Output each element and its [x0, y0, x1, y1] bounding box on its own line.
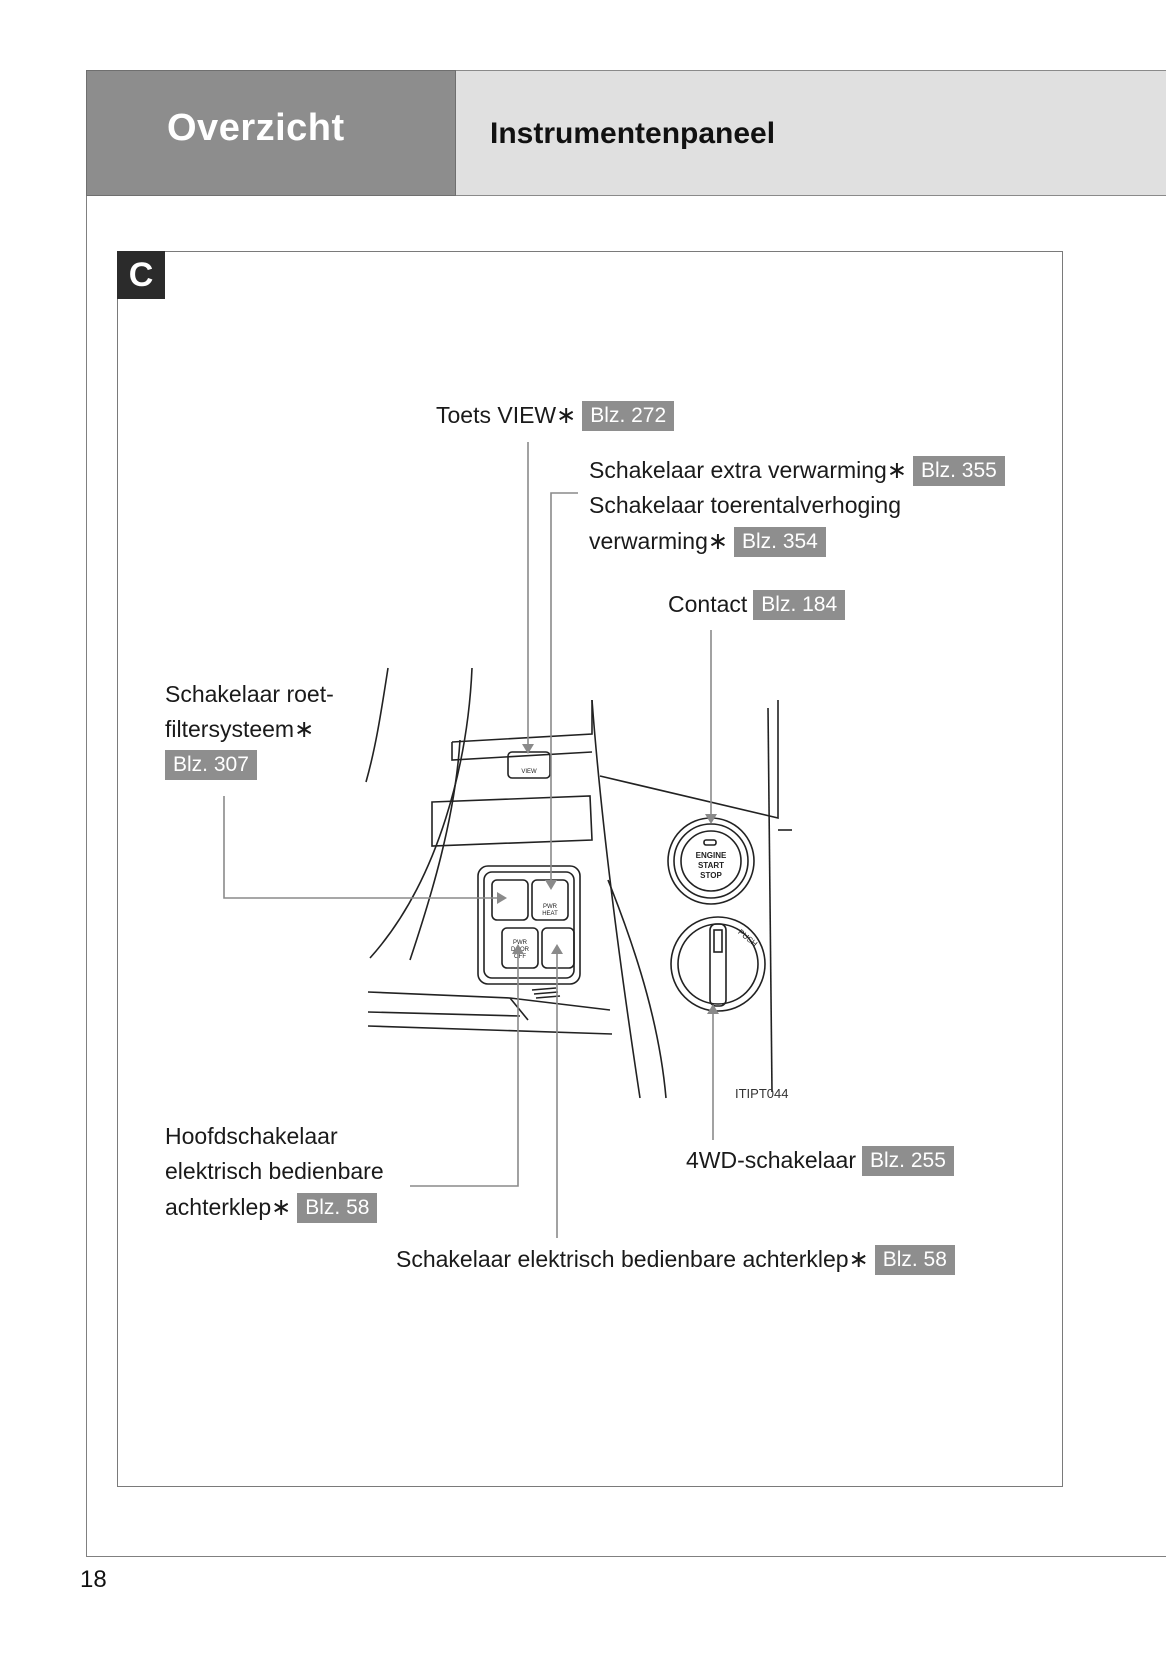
callout-dpf-page: Blz. 307 — [165, 747, 257, 782]
subtitle-header: Instrumentenpaneel — [456, 70, 1166, 196]
pwr-heat-label-2: HEAT — [542, 911, 558, 917]
section-title: Overzicht — [167, 107, 345, 149]
callout-tailgate: Schakelaar elektrisch bedienbare achterk… — [396, 1242, 955, 1277]
switch-block-inner — [483, 871, 575, 979]
page-ref-badge: Blz. 255 — [862, 1146, 954, 1176]
asterisk-icon: ∗ — [886, 457, 907, 484]
callout-dpf-line2: filtersysteem∗ — [165, 712, 314, 747]
arrowhead-fourwd — [707, 1004, 719, 1014]
engine-led — [703, 839, 717, 846]
engine-label-1: ENGINE — [696, 851, 727, 860]
leader-heat — [550, 492, 578, 888]
asterisk-icon: ∗ — [707, 528, 728, 555]
arrowhead-tailgate — [551, 944, 563, 954]
leader-dpf — [223, 796, 505, 899]
panel-letter: C — [117, 251, 165, 299]
push-label: PUSH — [736, 927, 759, 948]
illustration-panel — [117, 251, 1063, 1487]
callout-view: Toets VIEW∗Blz. 272 — [436, 398, 675, 433]
engine-label-3: STOP — [700, 871, 722, 880]
callout-idle-up-text: verwarming — [589, 528, 708, 554]
console-right — [767, 707, 773, 1093]
page-ref-badge: Blz. 354 — [733, 527, 826, 557]
fourwd-knob-ring — [670, 916, 766, 1012]
lower-dash-2 — [367, 1011, 613, 1035]
fourwd-knob-window — [713, 929, 723, 953]
callout-main-tailgate-text: achterklep — [165, 1194, 272, 1220]
lower-dash — [367, 991, 611, 1011]
page-ref-badge: Blz. 184 — [753, 590, 846, 620]
console-left-edge — [591, 699, 641, 1099]
switch-block — [477, 865, 581, 985]
upper-panel — [451, 700, 593, 761]
asterisk-icon: ∗ — [556, 402, 577, 429]
callout-idle-up-line2: verwarming∗Blz. 354 — [589, 524, 826, 559]
console-top — [599, 700, 779, 820]
page-ref-badge: Blz. 58 — [874, 1245, 955, 1275]
arrowhead-dpf — [497, 892, 507, 904]
lower-dash-3 — [509, 997, 529, 1021]
callout-extra-heat-text: Schakelaar extra verwarming — [589, 457, 887, 483]
engine-button-face — [680, 830, 742, 892]
page-ref-badge: Blz. 272 — [582, 401, 675, 431]
pwr-door-off-switch — [501, 927, 539, 969]
page-ref-badge: Blz. 355 — [912, 456, 1005, 486]
dash-curve-left — [365, 667, 389, 783]
callout-idle-up-line1: Schakelaar toerentalverhoging — [589, 492, 901, 518]
view-recess — [431, 795, 593, 847]
console-inner-edge — [607, 879, 667, 1099]
callout-view-text: Toets VIEW — [436, 402, 557, 428]
section-header: Overzicht — [86, 70, 456, 196]
vent-lines — [531, 987, 561, 999]
asterisk-icon: ∗ — [271, 1194, 292, 1221]
callout-contact-text: Contact — [668, 591, 748, 617]
view-button-label: VIEW — [521, 769, 537, 775]
arrowhead-contact — [705, 814, 717, 824]
callout-main-tailgate-line1: Hoofdschakelaar — [165, 1123, 338, 1149]
fourwd-knob-bar — [709, 923, 727, 1007]
arrowhead-view — [522, 744, 534, 754]
callout-tailgate-text: Schakelaar elektrisch bedienbare achterk… — [396, 1246, 849, 1272]
pwr-door-label-3: OFF — [514, 954, 526, 960]
callout-extra-heat: Schakelaar extra verwarming∗Blz. 355 — [589, 453, 1005, 488]
page-subtitle: Instrumentenpaneel — [490, 117, 776, 150]
page-ref-badge: Blz. 58 — [297, 1193, 378, 1223]
callout-dpf-line1: Schakelaar roet- — [165, 681, 334, 707]
page-ref-badge: Blz. 307 — [165, 750, 257, 780]
arrowhead-heat — [545, 880, 557, 890]
callout-fourwd-text: 4WD-schakelaar — [686, 1147, 856, 1173]
asterisk-icon: ∗ — [294, 716, 315, 743]
tailgate-switch — [541, 927, 575, 969]
asterisk-icon: ∗ — [848, 1246, 869, 1273]
dash-curve-mid — [369, 667, 473, 959]
pwr-door-label-1: PWR — [513, 940, 528, 946]
callout-dpf-text: filtersysteem — [165, 716, 295, 742]
dash-curve-inner — [409, 739, 461, 961]
page-number: 18 — [80, 1566, 107, 1593]
callout-main-tailgate-line2: elektrisch bedienbare — [165, 1158, 384, 1184]
arrowhead-main-tailgate — [512, 944, 524, 954]
dpf-switch — [491, 879, 529, 921]
pwr-heat-label-1: PWR — [543, 904, 558, 910]
leader-main-tailgate — [410, 946, 519, 1187]
illustration-code: ITIPT044 — [735, 1086, 789, 1101]
engine-label-2: START — [698, 861, 724, 870]
callout-main-tailgate-line3: achterklep∗Blz. 58 — [165, 1190, 378, 1225]
